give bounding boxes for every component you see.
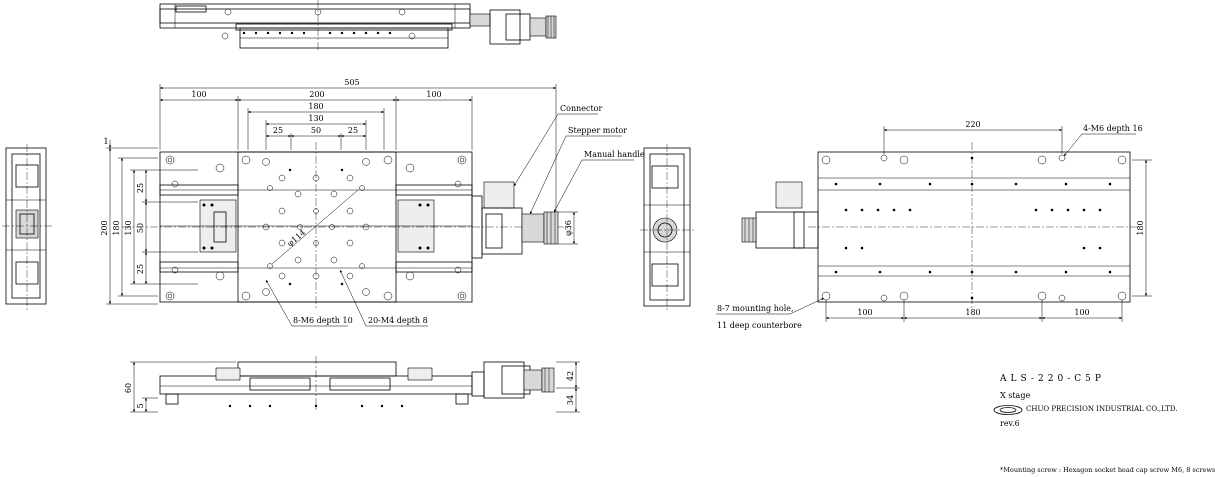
right-plan-view: 220 180 100 180 100 4-M6 depth 16 8-7 mo…: [716, 120, 1152, 330]
mounting-note: *Mounting screw : Hexagon socket head ca…: [1000, 466, 1215, 474]
company-name: CHUO PRECISION INDUSTRIAL CO.,LTD.: [1026, 405, 1178, 413]
dim-right-220: 220: [965, 120, 980, 129]
callout-mounting-1: 8-7 mounting hole,: [717, 304, 794, 313]
dim-right-180: 180: [1136, 220, 1145, 235]
dim-pitch-b: 50: [311, 126, 321, 135]
dim-diameter: φ114: [286, 228, 308, 248]
dim-height-200: 200: [100, 220, 109, 235]
main-plan-view: [122, 142, 572, 310]
dim-overall: 505: [344, 78, 359, 87]
dim-v50: 50: [136, 223, 145, 233]
callout-right-m6: 4-M6 depth 16: [1083, 124, 1143, 133]
dim-bottom-100b: 100: [1074, 308, 1089, 317]
dim-handle-dia: φ36: [564, 220, 573, 236]
dim-inner-180: 180: [308, 102, 323, 111]
dim-left: 100: [191, 90, 206, 99]
dim-inner-130: 130: [308, 114, 323, 123]
dim-top-offset: 1: [103, 137, 108, 146]
right-end-view: [640, 144, 696, 312]
dim-side-42: 42: [566, 371, 575, 381]
top-view: [159, 0, 557, 52]
dim-v25-bottom: 25: [136, 264, 145, 274]
left-end-view: [2, 144, 52, 310]
revision: rev.6: [1000, 419, 1020, 428]
front-view: 60 5 42 34: [124, 356, 580, 413]
dim-pitch-a: 25: [273, 126, 283, 135]
callout-connector: Connector: [560, 104, 602, 113]
callout-holes-m4: 20-M4 depth 8: [368, 316, 428, 325]
dim-height-180: 180: [112, 220, 121, 235]
dim-side-34: 34: [566, 395, 575, 405]
callout-manual-handle: Manual handle: [584, 150, 645, 159]
main-view-dimensions: [106, 84, 578, 305]
stage-type: X stage: [1000, 391, 1031, 400]
model-number: ALS-220-C5P: [1000, 374, 1105, 384]
dim-pitch-c: 25: [348, 126, 358, 135]
company-logo: [993, 405, 1023, 415]
callout-mounting-2: 11 deep counterbore: [717, 321, 802, 330]
dim-side-60: 60: [124, 383, 133, 393]
callouts: Connector Stepper motor Manual handle 8-…: [265, 104, 645, 327]
dim-right: 100: [426, 90, 441, 99]
callout-stepper-motor: Stepper motor: [568, 126, 627, 135]
dim-height-130: 130: [124, 220, 133, 235]
dim-bottom-100a: 100: [857, 308, 872, 317]
dim-v25-top: 25: [136, 183, 145, 193]
dim-center: 200: [309, 90, 324, 99]
callout-holes-m6: 8-M6 depth 10: [293, 316, 353, 325]
dim-side-5: 5: [136, 403, 145, 408]
dim-bottom-180: 180: [965, 308, 980, 317]
